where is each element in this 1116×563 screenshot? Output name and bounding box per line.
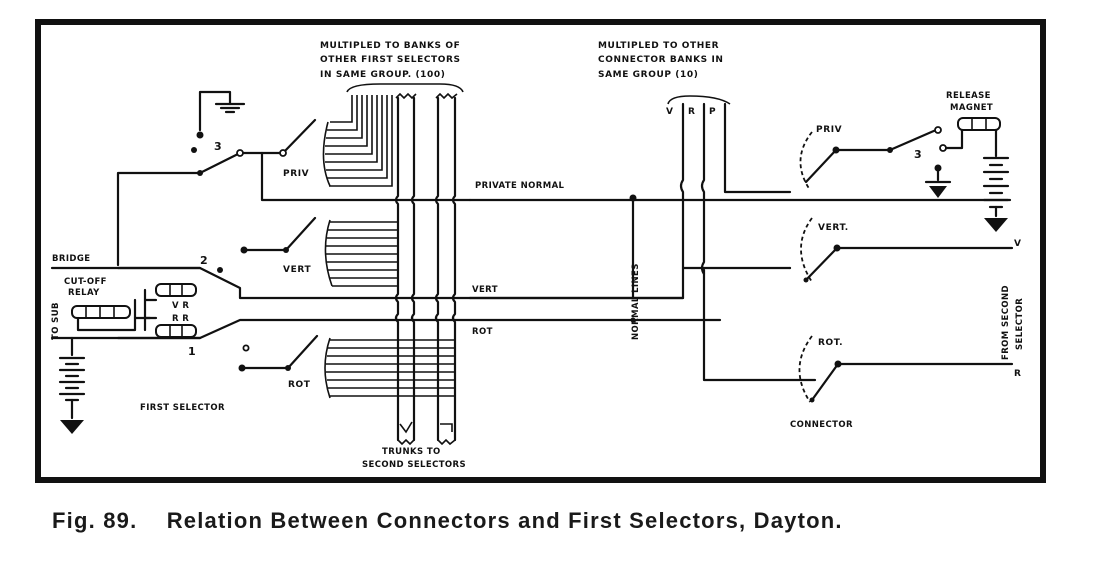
bank-r-label: R xyxy=(688,107,696,117)
connector-bank-wires xyxy=(468,102,817,382)
contact-dot xyxy=(196,131,204,139)
priv-bank xyxy=(322,95,393,187)
conn-rot-bank-arc xyxy=(798,335,813,403)
relay-armature xyxy=(143,288,158,332)
contact-dot xyxy=(285,365,291,371)
battery-ground-symbol xyxy=(58,336,86,434)
release-magnet-wire xyxy=(944,128,964,150)
switch-1-arm xyxy=(116,318,706,340)
cut-off-relay-label: RELAY xyxy=(68,288,100,298)
to-sub-label: TO SUB xyxy=(51,302,61,340)
release-magnet-switch xyxy=(888,128,938,152)
ground-symbol xyxy=(198,90,246,132)
rot-line-label: ROT xyxy=(472,327,493,337)
contact-dot xyxy=(236,149,244,157)
vr-relay-coil xyxy=(155,283,197,297)
conn-priv-bank-arc xyxy=(799,131,813,191)
contact-dot xyxy=(934,126,942,134)
rr-relay-coil xyxy=(155,324,197,338)
release-magnet-label: RELEASE xyxy=(946,91,991,101)
contact-dot xyxy=(242,344,250,352)
bank-v-label: V xyxy=(666,107,674,117)
rot-bank xyxy=(324,337,455,399)
rot-wiper xyxy=(240,334,319,370)
contact-2-label: 2 xyxy=(200,254,208,267)
contact-dot xyxy=(809,397,815,403)
contact-dot xyxy=(832,146,840,154)
label-line: CONNECTOR BANKS IN xyxy=(598,55,724,65)
label-line: IN SAME GROUP. (100) xyxy=(320,70,445,80)
conn-vert-wiper xyxy=(804,246,1014,282)
label-line: OTHER FIRST SELECTORS xyxy=(320,55,461,65)
contact-dot xyxy=(279,149,287,157)
release-magnet-label: MAGNET xyxy=(950,103,993,113)
figure-caption: Fig. 89. Relation Between Connectors and… xyxy=(52,508,843,534)
multipled-first-selectors-label: MULTIPLED TO BANKS OF OTHER FIRST SELECT… xyxy=(320,41,464,93)
cut-off-relay-coil xyxy=(71,298,152,332)
trunk-wires xyxy=(394,92,458,446)
first-selector-label: FIRST SELECTOR xyxy=(140,403,225,413)
bank-p-label: P xyxy=(709,107,716,117)
contact-dot xyxy=(197,170,203,176)
contact-dot xyxy=(283,247,289,253)
conn-vert-label: VERT. xyxy=(818,223,849,233)
brace xyxy=(667,95,731,105)
cut-off-relay-label: CUT-OFF xyxy=(64,277,107,287)
vert-wiper xyxy=(242,216,317,252)
label-line: SAME GROUP (10) xyxy=(598,70,698,80)
priv-label: PRIV xyxy=(283,169,309,179)
conn-priv-wiper xyxy=(804,148,892,184)
conn-vert-bank-arc xyxy=(800,217,813,283)
from-second-selector-label: FROM SECOND xyxy=(1001,285,1011,360)
contact-dot xyxy=(803,277,809,283)
vert-line-label: VERT xyxy=(472,285,498,295)
contact-dot xyxy=(834,360,842,368)
ground-symbol xyxy=(924,166,952,198)
release-magnet-coil xyxy=(957,117,1010,232)
label-line: MULTIPLED TO OTHER xyxy=(598,41,719,51)
private-normal-label: PRIVATE NORMAL xyxy=(475,181,565,191)
contact-dot xyxy=(833,244,841,252)
priv-wiper xyxy=(281,118,317,155)
label-line: MULTIPLED TO BANKS OF xyxy=(320,41,460,51)
multipled-connector-label: MULTIPLED TO OTHER CONNECTOR BANKS IN SA… xyxy=(598,41,731,117)
rm-contact-3-label: 3 xyxy=(914,148,922,161)
vert-bank xyxy=(324,219,398,287)
brace xyxy=(346,83,464,93)
rot-label: ROT xyxy=(288,380,311,390)
junction-dot xyxy=(630,317,636,323)
connector-label: CONNECTOR xyxy=(790,420,853,430)
trunks-label: SECOND SELECTORS xyxy=(362,460,466,470)
rr-label: R R xyxy=(172,314,189,324)
private-normal-wire xyxy=(260,151,472,202)
figure-title: Relation Between Connectors and First Se… xyxy=(166,508,843,533)
vert-label: VERT xyxy=(283,265,311,275)
contact-dot xyxy=(191,147,197,153)
diagram-frame xyxy=(35,19,1046,483)
contact-1-label: 1 xyxy=(188,345,196,358)
bridge-label: BRIDGE xyxy=(52,254,90,264)
trunks-label: TRUNKS TO xyxy=(382,447,441,457)
vr-label: V R xyxy=(172,301,189,311)
conn-rot-label: ROT. xyxy=(818,338,843,348)
term-r-label: R xyxy=(1014,369,1022,379)
from-second-selector-label: SELECTOR xyxy=(1015,298,1025,350)
figure-number: Fig. 89. xyxy=(52,508,138,533)
conn-rot-wiper xyxy=(810,362,1014,402)
conn-priv-label: PRIV xyxy=(816,125,842,135)
contact-3-label: 3 xyxy=(214,140,222,153)
contact-dot xyxy=(217,267,223,273)
term-v-label: V xyxy=(1014,239,1022,249)
normal-lines-label: NORMAL LINES xyxy=(631,263,641,340)
